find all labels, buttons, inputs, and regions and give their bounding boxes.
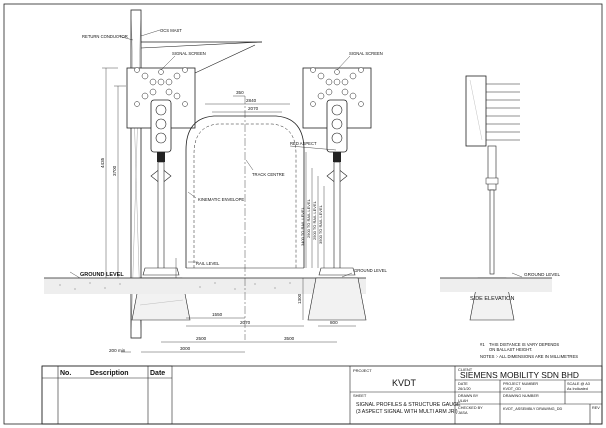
scale-label: SCALE @ A3: [567, 382, 590, 386]
red-aspect-label: RED ASPECT: [290, 141, 317, 146]
rail-level-label: RAIL LEVEL: [196, 261, 220, 266]
note-1b: ON BALLAST HEIGHT.: [489, 347, 532, 352]
dim-2070b: 2070: [240, 320, 251, 325]
signal-screen-right-label: SIGNAL SCREEN: [349, 51, 383, 56]
ground-level-right-label: GROUND LEVEL: [524, 272, 560, 277]
signal-post-left: [157, 161, 165, 275]
side-elevation: [440, 75, 552, 321]
dim-3500: 3500: [284, 336, 295, 341]
checked-by-value: JASA: [458, 411, 468, 415]
title-block: [41, 365, 603, 425]
dim-2070: 2070: [248, 106, 259, 111]
drawing-number-value: KVDT_ASSEMBLY DRAWING_DD: [503, 407, 562, 411]
ground-level-left-label: GROUND LEVEL: [80, 272, 124, 278]
side-elevation-label: SIDE ELEVATION: [470, 296, 514, 302]
ocs-mast: [130, 9, 142, 339]
jri-indicator-left: [134, 67, 188, 107]
track-centre-label: TRACK CENTRE: [252, 172, 285, 177]
sheet-label: SHEET: [353, 393, 367, 398]
drawing-number-label: DRAWING NUMBER: [503, 394, 539, 398]
client-value: SIEMENS MOBILITY SDN BHD: [460, 370, 579, 380]
dim-1300: 1300: [297, 293, 302, 304]
dim-4435: 4435: [100, 157, 105, 168]
kinematic-envelope-label: KINEMATIC ENVELOPE: [198, 197, 244, 202]
note-marker: #1: [480, 342, 485, 347]
rev-label: REV: [592, 406, 600, 410]
signal-screen-left-label: SIGNAL SCREEN: [172, 51, 206, 56]
dim-2500: 2500: [196, 336, 207, 341]
rev-header-date: Date: [150, 370, 165, 377]
return-conductor-label: RETURN CONDUCTOR: [82, 34, 128, 39]
drawn-by-label: DRAWN BY: [458, 394, 479, 398]
to-rail-label-2: 2900 TO RAIL LEVEL: [306, 198, 311, 238]
dim-1550: 1550: [212, 312, 223, 317]
to-rail-label-4: 3500 TO RAIL LEVEL: [318, 204, 323, 244]
date-value: 26/1/20: [458, 387, 471, 391]
date-label: DATE: [458, 382, 468, 386]
dim-200: 200 min: [109, 348, 126, 353]
to-rail-label-3: 2500 TO RAIL LEVEL: [312, 200, 317, 240]
kinematic-envelope: [185, 96, 305, 340]
rev-header-no: No.: [60, 370, 71, 377]
sheet-line-1: SIGNAL PROFILES & STRUCTURE GAUGE: [356, 402, 461, 408]
note-2: NOTES :- ALL DIMENSIONS ARE IN MILLIMETR…: [480, 354, 578, 359]
dim-3000: 3000: [180, 346, 191, 351]
scale-value: As Indicated: [567, 387, 588, 391]
dim-3700: 3700: [112, 165, 117, 176]
client-label: CLIENT: [458, 367, 473, 372]
dim-350: 350: [236, 90, 244, 95]
project-number-label: PROJECT NUMBER: [503, 382, 538, 386]
to-rail-label-1: 3400 TO RAIL LEVEL: [300, 206, 305, 246]
note-1: THIS DISTANCE IS VARY DEPENDS: [489, 342, 559, 347]
dim-800: 800: [330, 320, 338, 325]
dimension-lines: [69, 29, 523, 353]
ground-level-mid-label: GROUND LEVEL: [354, 268, 387, 273]
foundation-right: [307, 277, 367, 321]
project-label: PROJECT: [353, 368, 372, 373]
right-signal: [302, 67, 372, 321]
sheet-line-2: (3 ASPECT SIGNAL WITH MULTI ARM JRI): [356, 409, 458, 415]
rev-header-description: Description: [90, 370, 129, 377]
dim-2840: 2840: [246, 98, 257, 103]
left-signal: [126, 9, 263, 339]
drawn-by-value: ULAH: [458, 399, 468, 403]
project-value: KVDT: [392, 378, 417, 388]
checked-by-label: CHECKED BY: [458, 406, 483, 410]
ground-left: [44, 277, 366, 294]
ocs-mast-label: OCS MAST: [160, 28, 182, 33]
project-number-value: KVDT_OD: [503, 387, 521, 391]
